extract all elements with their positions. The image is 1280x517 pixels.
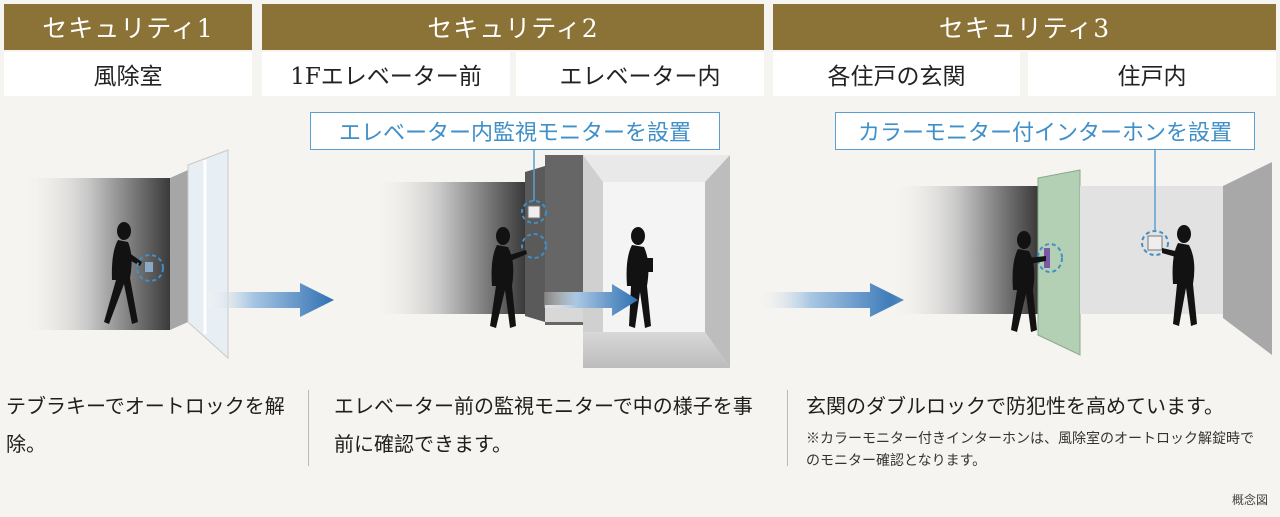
- location-vestibule: 風除室: [4, 52, 252, 96]
- entrance-door: [1037, 169, 1081, 356]
- section-3-header: セキュリティ3: [773, 4, 1276, 50]
- woman-silhouette-2: [490, 227, 527, 328]
- woman-silhouette-3: [626, 227, 653, 328]
- section-3-note: ※カラーモニター付きインターホンは、風除室のオートロック解錠時でのモニター確認と…: [806, 431, 1254, 469]
- elevator-monitor-callout: エレベーター内監視モニターを設置: [310, 112, 720, 150]
- key-reader-highlight: [136, 254, 164, 282]
- elevator-frame-left: [525, 166, 545, 322]
- key-reader-icon: [145, 262, 153, 272]
- elevator-call-highlight: [521, 233, 547, 259]
- vestibule-wall-edge: [170, 170, 188, 330]
- location-unit-inside: 住戸内: [1028, 52, 1276, 96]
- hall-monitor-icon: [527, 205, 541, 219]
- woman-silhouette-4: [1011, 231, 1046, 332]
- elevator-threshold: [545, 305, 583, 322]
- arrow-1: [208, 283, 334, 317]
- vestibule-wall: [20, 178, 170, 330]
- section-1-header: セキュリティ1: [4, 4, 252, 50]
- unit-side-wall: [1223, 162, 1272, 355]
- section-3-description: 玄関のダブルロックで防犯性を高めています。: [806, 394, 1224, 418]
- double-lock-highlight: [1037, 243, 1063, 273]
- section-1-description: テブラキーでオートロックを解除。: [6, 394, 285, 456]
- woman-silhouette-5: [1162, 225, 1197, 326]
- location-unit-entrance: 各住戸の玄関: [773, 52, 1020, 96]
- glass-door: [187, 149, 229, 360]
- location-elevator-inside: エレベーター内: [516, 52, 764, 96]
- elevator-floor: [583, 332, 730, 368]
- woman-silhouette-1: [104, 222, 142, 324]
- door-lock-icon: [1044, 248, 1050, 268]
- arrow-2: [760, 283, 904, 317]
- elevator-left-wall: [583, 155, 603, 332]
- hall-monitor-highlight: [521, 200, 547, 224]
- section-2-header: セキュリティ2: [262, 4, 764, 50]
- divider-1: [308, 390, 309, 466]
- concept-diagram-footnote: 概念図: [1231, 493, 1268, 507]
- intercom-icon: [1147, 235, 1163, 251]
- intercom-callout: カラーモニター付インターホンを設置: [835, 112, 1255, 150]
- elevator-ceiling: [583, 155, 730, 182]
- section-2-description: エレベーター前の監視モニターで中の様子を事前に確認できます。: [334, 394, 753, 456]
- elevator-right-wall: [705, 155, 730, 368]
- arrow-inside: [544, 284, 638, 316]
- corridor-wall: [890, 186, 1038, 314]
- unit-scene: [890, 150, 1272, 356]
- vestibule-scene: [20, 149, 229, 360]
- location-elevator-hall: 1Fエレベーター前: [262, 52, 510, 96]
- divider-2: [787, 390, 788, 466]
- elevator-scene: [370, 143, 730, 368]
